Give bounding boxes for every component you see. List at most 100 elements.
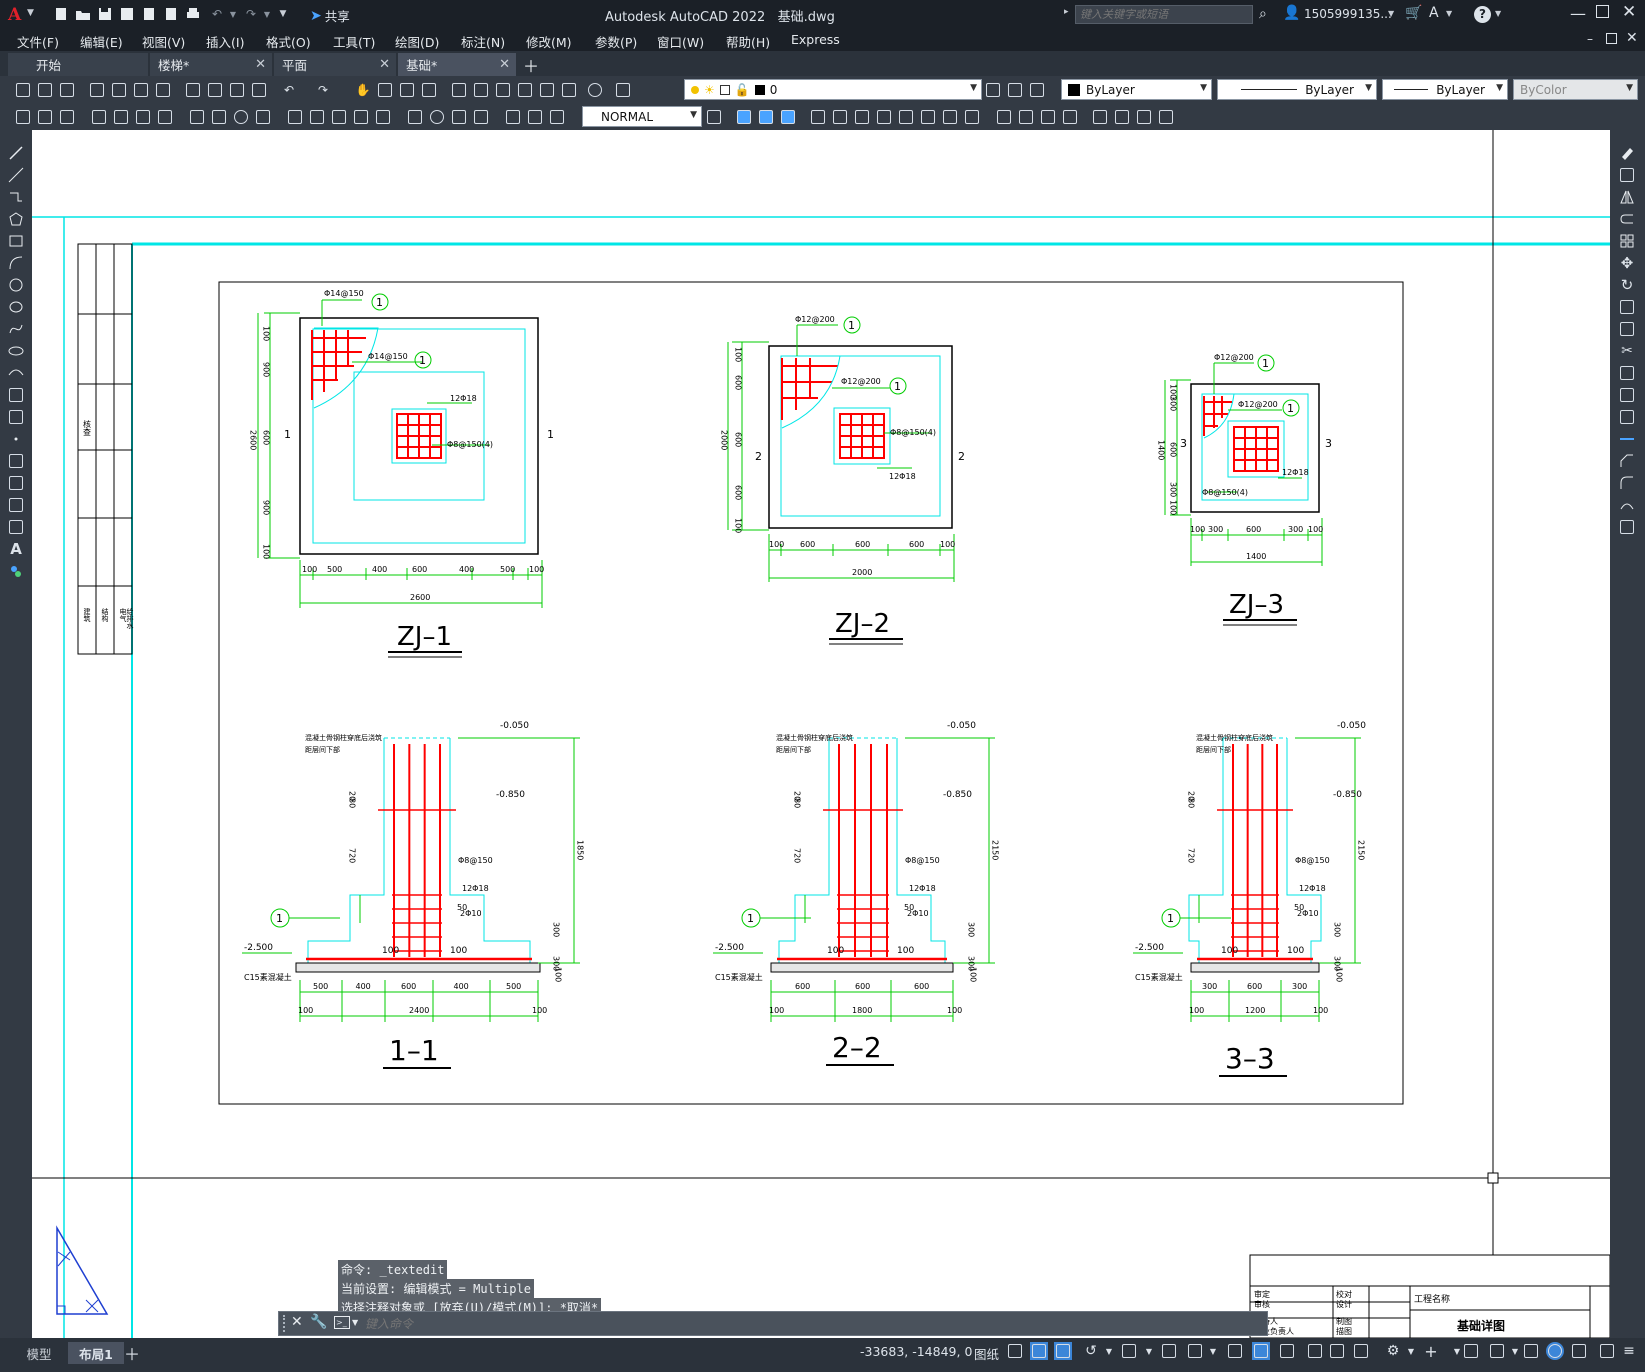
- print-preview-icon[interactable]: [110, 81, 128, 99]
- diameter-dim-icon[interactable]: [232, 108, 250, 126]
- drawing-canvas[interactable]: 核查 建筑 结构 电气 给排水: [32, 130, 1610, 1338]
- command-prompt-icon[interactable]: >_: [334, 1316, 350, 1329]
- cut-icon[interactable]: [184, 81, 202, 99]
- extrude-faces-icon[interactable]: [809, 108, 827, 126]
- menu-modify[interactable]: 修改(M): [526, 35, 572, 50]
- color-faces-icon[interactable]: [963, 108, 981, 126]
- extend-icon[interactable]: [1618, 364, 1636, 382]
- undo-tool-icon[interactable]: ↶: [283, 83, 295, 97]
- menu-window[interactable]: 窗口(W): [657, 35, 705, 50]
- radius-dim-icon[interactable]: [188, 108, 206, 126]
- zoom-window-icon[interactable]: [398, 81, 416, 99]
- close-tab-icon[interactable]: ✕: [499, 57, 510, 72]
- workspace-gear-icon[interactable]: ⚙: [1386, 1343, 1400, 1359]
- break-icon[interactable]: [1618, 408, 1636, 426]
- customize-qat-icon[interactable]: ▼: [279, 9, 287, 19]
- check-icon[interactable]: [1091, 108, 1109, 126]
- multileader-style-icon[interactable]: [58, 108, 76, 126]
- polygon-icon[interactable]: [7, 210, 25, 228]
- help-tool-icon[interactable]: [586, 81, 604, 99]
- join-icon[interactable]: [1618, 430, 1636, 448]
- tab-stairs[interactable]: 楼梯*✕: [150, 53, 272, 76]
- menu-parametric[interactable]: 参数(P): [595, 35, 638, 50]
- coordinates-readout[interactable]: -33683, -14849, 0: [860, 1344, 973, 1359]
- subtract-icon[interactable]: [757, 108, 775, 126]
- search-expand-icon[interactable]: ▸: [1064, 7, 1069, 17]
- break-at-point-icon[interactable]: [1618, 386, 1636, 404]
- close-command-icon[interactable]: ✕: [291, 1314, 303, 1330]
- layer-dropdown[interactable]: ☀ 🔓 0 ▼: [684, 79, 982, 100]
- baseline-dim-icon[interactable]: [308, 108, 326, 126]
- model-space-icon[interactable]: [1006, 1342, 1024, 1360]
- trim-icon[interactable]: ✂: [1621, 343, 1633, 359]
- plot-icon[interactable]: [184, 5, 202, 23]
- paste-icon[interactable]: [228, 81, 246, 99]
- tab-plan[interactable]: 平面✕: [274, 53, 396, 76]
- rectangle-icon[interactable]: [7, 232, 25, 250]
- publish-icon[interactable]: [132, 81, 150, 99]
- save-as-icon[interactable]: [118, 5, 136, 23]
- search-icon[interactable]: ⌕: [1259, 6, 1267, 22]
- table-style-icon[interactable]: [36, 108, 54, 126]
- undo-dropdown-icon[interactable]: ▼: [229, 9, 237, 19]
- mtext-icon[interactable]: A: [10, 540, 22, 558]
- inspect-icon[interactable]: [450, 108, 468, 126]
- color-dropdown[interactable]: ByLayer ▼: [1061, 79, 1212, 100]
- redo-dropdown-icon[interactable]: ▼: [263, 9, 271, 19]
- app-menu-chevron-icon[interactable]: ▼: [27, 8, 34, 18]
- menu-format[interactable]: 格式(O): [266, 35, 311, 50]
- arc-length-icon[interactable]: [134, 108, 152, 126]
- new-tab-button[interactable]: ＋: [523, 53, 545, 76]
- properties-icon[interactable]: [450, 81, 468, 99]
- command-input[interactable]: [365, 1314, 1255, 1333]
- construction-line-icon[interactable]: [7, 166, 25, 184]
- autocad-logo-icon[interactable]: A: [8, 5, 22, 25]
- table-icon[interactable]: [7, 518, 25, 536]
- arc-icon[interactable]: [7, 254, 25, 272]
- new-icon[interactable]: [52, 5, 70, 23]
- menu-express[interactable]: Express: [791, 32, 840, 47]
- fullscreen-icon[interactable]: [1598, 1342, 1616, 1360]
- annotation-monitor-icon[interactable]: +: [1424, 1341, 1438, 1361]
- open-file-icon[interactable]: [36, 81, 54, 99]
- qnew-icon[interactable]: [14, 81, 32, 99]
- explode-icon[interactable]: [1618, 518, 1636, 536]
- user-dropdown-icon[interactable]: ▼: [1388, 9, 1395, 18]
- gradient-icon[interactable]: [7, 474, 25, 492]
- separate-icon[interactable]: [1039, 108, 1057, 126]
- menu-help[interactable]: 帮助(H): [726, 35, 771, 50]
- lineweight-dropdown[interactable]: ByLayer ▼: [1382, 79, 1508, 100]
- help-icon[interactable]: ?: [1474, 6, 1491, 23]
- menu-view[interactable]: 视图(V): [142, 35, 186, 50]
- isodraft-icon[interactable]: [1160, 1342, 1178, 1360]
- quick-properties-icon[interactable]: [1462, 1342, 1480, 1360]
- ordinate-dim-icon[interactable]: [156, 108, 174, 126]
- layer-previous-icon[interactable]: [1006, 81, 1024, 99]
- intersect-icon[interactable]: [779, 108, 797, 126]
- zoom-realtime-icon[interactable]: [376, 81, 394, 99]
- recent-commands-icon[interactable]: ▼: [352, 1318, 359, 1327]
- redo-tool-icon[interactable]: ↷: [317, 83, 329, 97]
- make-current-layer-icon[interactable]: [984, 81, 1002, 99]
- plotstyle-dropdown[interactable]: ByColor ▼: [1513, 79, 1638, 100]
- center-mark-icon[interactable]: [428, 108, 446, 126]
- user-name[interactable]: 1505999135...: [1304, 7, 1392, 21]
- menu-file[interactable]: 文件(F): [17, 35, 59, 50]
- tracking-dropdown-icon[interactable]: ▼: [1145, 1346, 1153, 1356]
- snap-grid-icon[interactable]: [1030, 1342, 1048, 1360]
- rotate-icon[interactable]: ↻: [1620, 276, 1634, 294]
- workspace-dropdown-icon[interactable]: ▼: [1407, 1346, 1415, 1356]
- close-icon[interactable]: ✕: [1622, 2, 1637, 22]
- open-web-icon[interactable]: [140, 5, 158, 23]
- delete-faces-icon[interactable]: [875, 108, 893, 126]
- markup-icon[interactable]: [538, 81, 556, 99]
- menu-dimension[interactable]: 标注(N): [461, 35, 506, 50]
- stretch-icon[interactable]: [1618, 320, 1636, 338]
- text-style-dropdown[interactable]: NORMAL ▼: [582, 106, 702, 127]
- 3d-print-icon[interactable]: [154, 81, 172, 99]
- union-icon[interactable]: [735, 108, 753, 126]
- aligned-dim-icon[interactable]: [112, 108, 130, 126]
- design-center-icon[interactable]: [472, 81, 490, 99]
- linear-dim-icon[interactable]: [90, 108, 108, 126]
- dim-style-icon[interactable]: [14, 108, 32, 126]
